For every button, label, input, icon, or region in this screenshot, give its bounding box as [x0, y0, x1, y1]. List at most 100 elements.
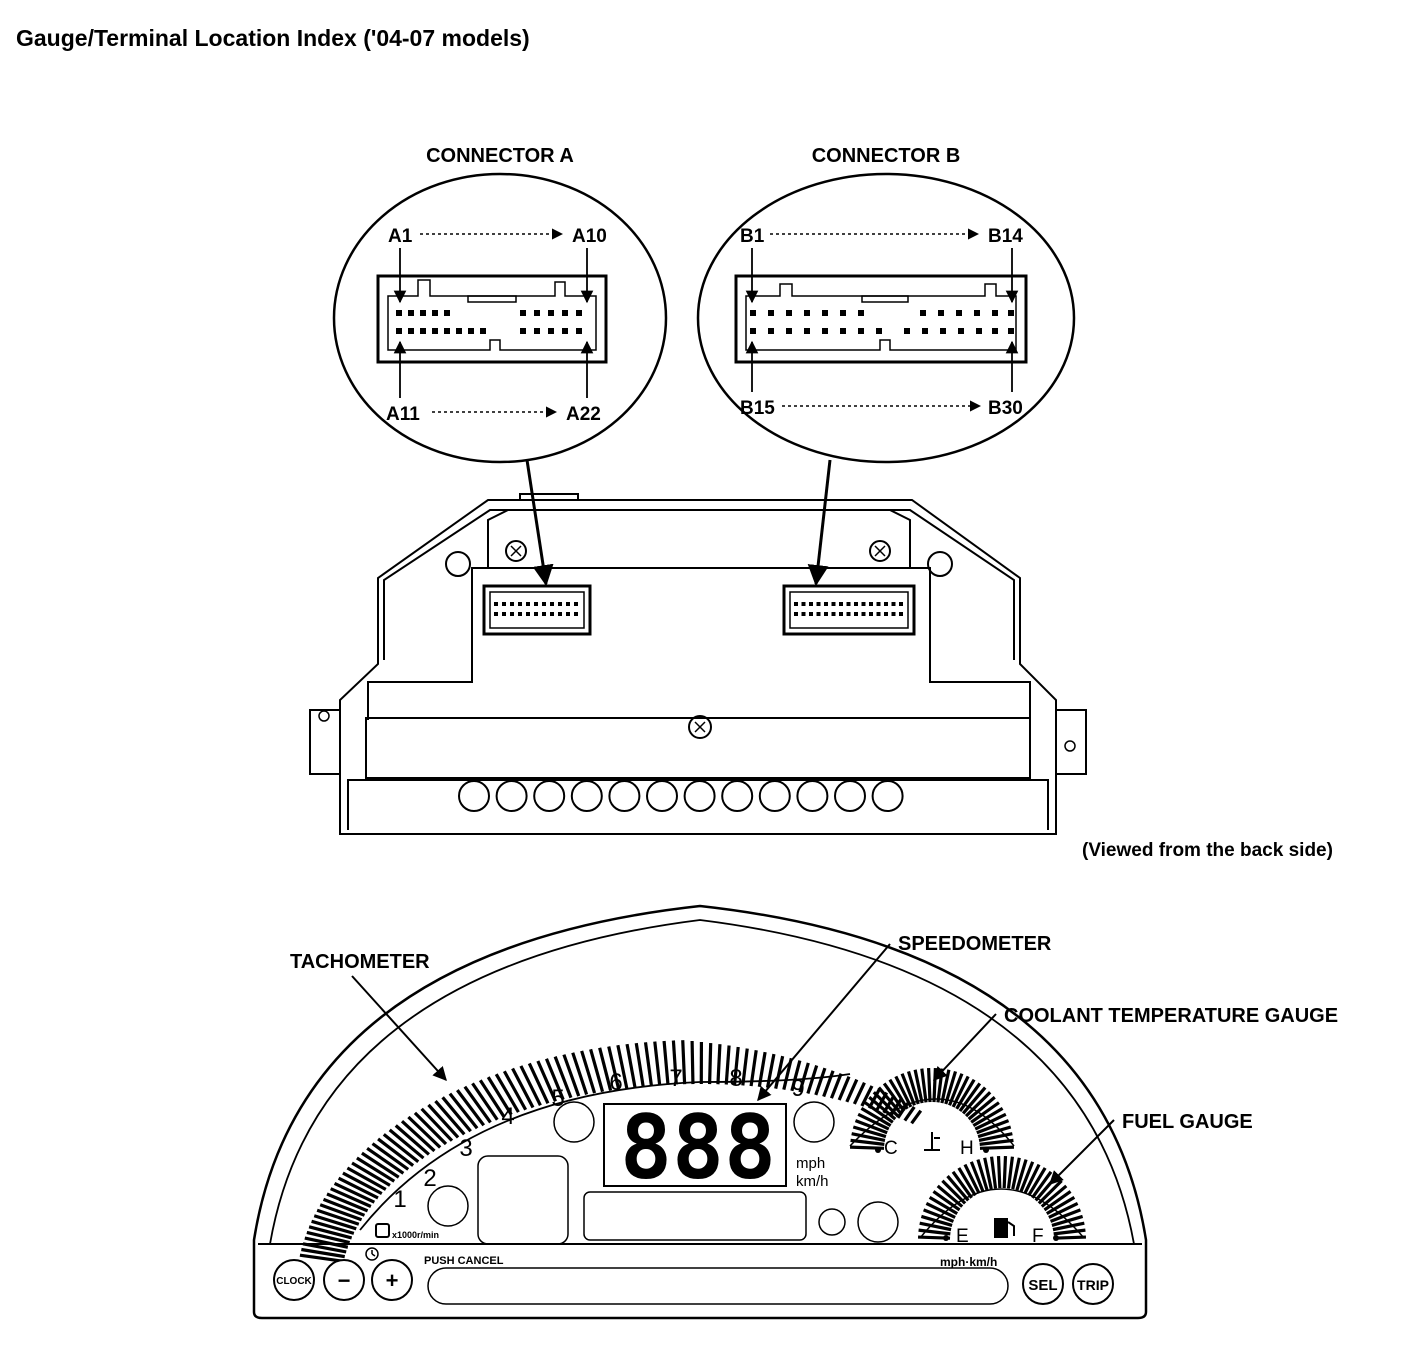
- tach-bar: [478, 1079, 506, 1118]
- connector-b-pins: [750, 310, 1014, 334]
- fuel-bar: [1049, 1208, 1081, 1223]
- tach-bar: [434, 1099, 466, 1136]
- tach-bar: [494, 1073, 520, 1113]
- connector-b-pin: [992, 310, 998, 316]
- mounted-pin: [510, 602, 514, 606]
- fuel-bar: [925, 1202, 956, 1219]
- fuel-bar: [1006, 1156, 1015, 1189]
- connector-b-label-b1: B1: [740, 226, 765, 247]
- coolant-bar: [926, 1068, 932, 1103]
- coolant-bar: [961, 1086, 987, 1115]
- bulb-socket: [871, 780, 904, 812]
- connector-a-pin: [468, 328, 474, 334]
- coolant-bar: [850, 1138, 885, 1146]
- connector-a-pin: [534, 328, 540, 334]
- tach-bar: [311, 1219, 355, 1235]
- tach-unit: x1000r/min: [392, 1230, 439, 1240]
- clock-button[interactable]: CLOCK: [273, 1259, 315, 1301]
- connector-a-pin: [534, 310, 540, 316]
- tach-bar: [527, 1062, 550, 1104]
- mounted-pin: [846, 602, 851, 606]
- mounted-pin: [510, 612, 514, 616]
- fuel-bar: [941, 1179, 967, 1205]
- coolant-bar: [888, 1078, 909, 1110]
- connector-a-label-a22: A22: [566, 404, 601, 425]
- connector-b-pin: [822, 328, 828, 334]
- connector-a-pin: [562, 328, 568, 334]
- tach-bar: [724, 1045, 731, 1085]
- tach-number: 6: [609, 1069, 622, 1096]
- connector-a-heading: CONNECTOR A: [426, 145, 574, 167]
- speedometer-callout: SPEEDOMETER: [898, 933, 1052, 955]
- connector-a-pin: [456, 328, 462, 334]
- mounted-pin: [831, 612, 836, 616]
- connector-a-pin: [408, 328, 414, 334]
- speed-unit-kmh: km/h: [796, 1173, 829, 1190]
- tach-bar: [681, 1040, 687, 1085]
- connector-a-pin: [432, 310, 438, 316]
- connector-b-pin: [786, 310, 792, 316]
- tach-bar: [662, 1040, 670, 1085]
- tach-bar: [732, 1046, 740, 1086]
- plus-button[interactable]: +: [371, 1259, 413, 1301]
- mounted-pin: [550, 612, 554, 616]
- fuel-bar: [957, 1167, 977, 1197]
- connector-a-pin: [444, 310, 450, 316]
- tach-bar: [910, 1109, 923, 1125]
- tach-bar: [346, 1166, 387, 1191]
- coolant-bar: [851, 1132, 886, 1142]
- tach-bar: [860, 1085, 874, 1107]
- mounted-pin: [824, 612, 828, 616]
- mounted-pin: [558, 612, 562, 616]
- tach-bar: [708, 1042, 713, 1085]
- mounted-pin: [899, 602, 903, 606]
- mounted-pin: [801, 602, 806, 606]
- coolant-bar: [860, 1106, 892, 1127]
- tach-bar: [634, 1042, 645, 1087]
- coolant-bar: [940, 1069, 951, 1104]
- coolant-cold-label: C: [884, 1138, 898, 1159]
- coolant-bar: [944, 1070, 958, 1105]
- minus-button[interactable]: −: [323, 1259, 365, 1301]
- connector-a-leader: [525, 459, 554, 587]
- coolant-bar: [972, 1106, 1004, 1127]
- trip-button[interactable]: TRIP: [1072, 1263, 1114, 1305]
- connector-b-label-b14: B14: [988, 226, 1023, 247]
- tach-bar: [420, 1107, 454, 1142]
- tach-bar: [306, 1230, 351, 1245]
- coolant-bar: [977, 1125, 1012, 1139]
- view-note: (Viewed from the back side): [1082, 840, 1333, 861]
- mounted-pin: [558, 602, 562, 606]
- coolant-thermometer-icon: [924, 1132, 940, 1151]
- tach-bar: [757, 1051, 767, 1088]
- fuel-bar: [969, 1161, 985, 1193]
- connector-a-pin: [432, 328, 438, 334]
- connector-b-housing: [734, 274, 1028, 364]
- tach-bar: [486, 1076, 513, 1116]
- tach-bar: [299, 1253, 344, 1263]
- tach-bar: [333, 1181, 376, 1204]
- coolant-bar: [857, 1112, 890, 1131]
- fuel-bar: [1015, 1159, 1028, 1191]
- tach-bar: [837, 1075, 851, 1101]
- sel-button[interactable]: SEL: [1022, 1263, 1064, 1305]
- connector-b-detail: CONNECTOR B B1 B14 B15 B30: [696, 145, 1076, 464]
- fuel-bar: [1053, 1235, 1087, 1240]
- bulb-socket: [458, 780, 490, 812]
- bulb-socket: [646, 780, 678, 812]
- mounted-pin: [542, 612, 546, 616]
- connector-b-pin: [840, 310, 846, 316]
- mounted-pin: [869, 612, 873, 616]
- connector-b-pin: [938, 310, 944, 316]
- fuel-bar: [919, 1221, 952, 1232]
- clock-set-icon: [365, 1247, 379, 1261]
- fuel-bar: [1051, 1214, 1084, 1227]
- tach-bar: [598, 1047, 613, 1091]
- mounted-pin: [899, 612, 903, 616]
- mounted-pin: [550, 602, 554, 606]
- mounted-pin: [839, 612, 843, 616]
- tach-bar: [553, 1056, 573, 1099]
- coolant-bar: [932, 1068, 938, 1103]
- bulb-socket: [683, 780, 716, 812]
- connector-b-pin: [976, 328, 982, 334]
